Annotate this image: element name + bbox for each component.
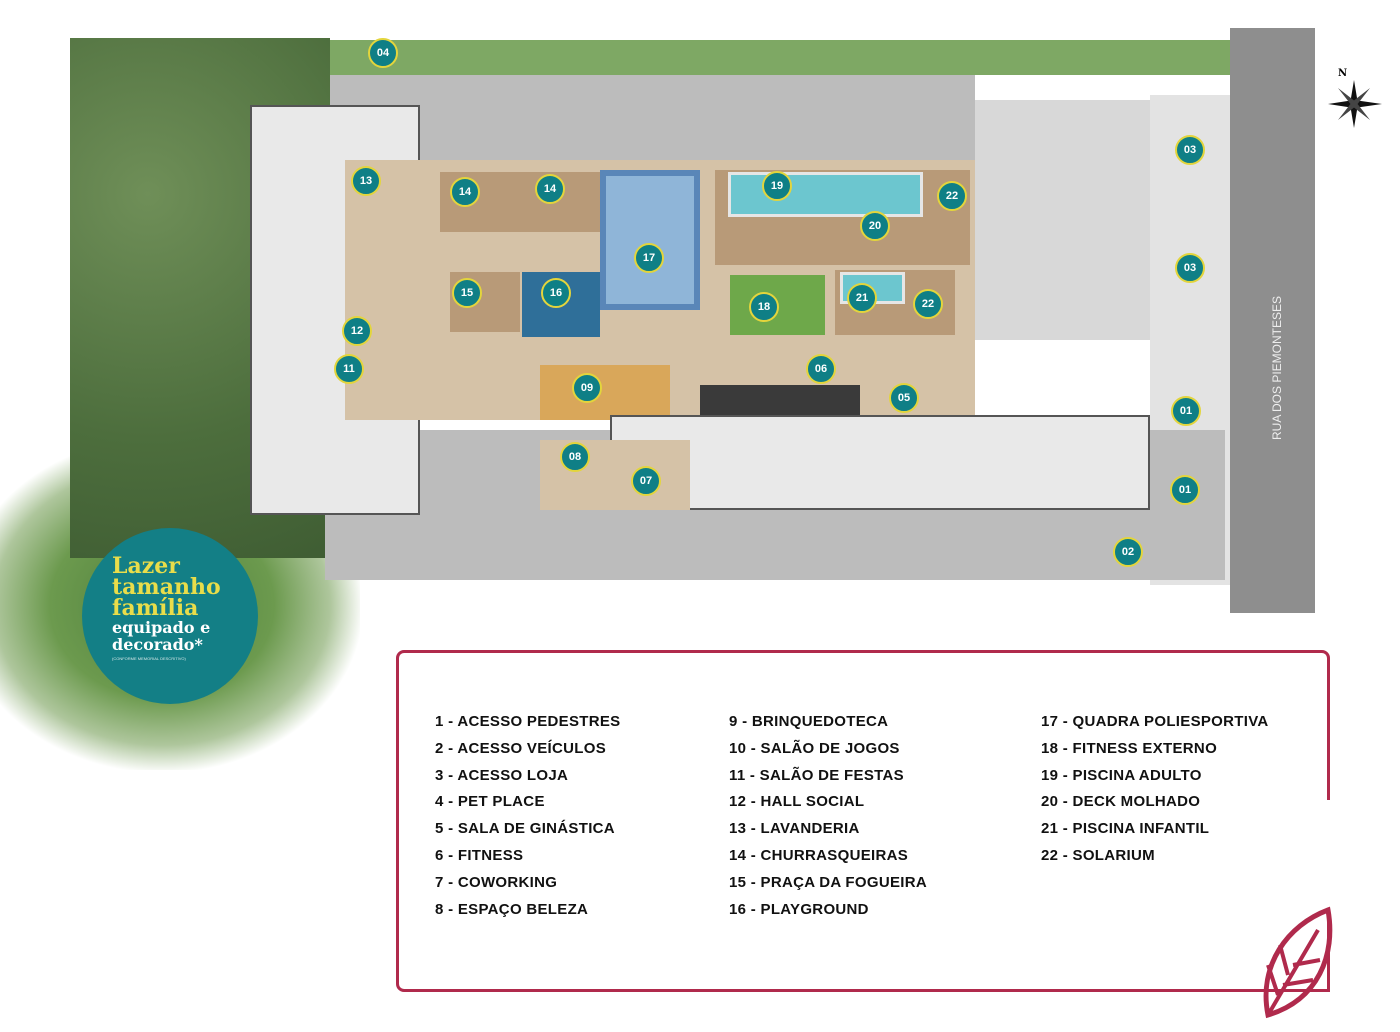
marker-kids-pool[interactable]: 21 [847,283,877,313]
marker-playground[interactable]: 16 [541,278,571,308]
marker-outdoor-fitness[interactable]: 18 [749,292,779,322]
marker-sports-court[interactable]: 17 [634,243,664,273]
adult-pool [728,172,923,217]
badge-line: Lazer [112,553,180,579]
legend-item: 3 - ACESSO LOJA [435,766,569,784]
legend-item: 20 - DECK MOLHADO [1041,793,1201,811]
marker-laundry[interactable]: 13 [351,166,381,196]
badge-line: tamanho [112,574,221,600]
legend-item: 8 - ESPAÇO BELEZA [435,900,589,918]
marker-party-room[interactable]: 11 [334,354,364,384]
marker-social-hall[interactable]: 12 [342,316,372,346]
legend-item: 1 - ACESSO PEDESTRES [435,713,621,730]
marker-coworking[interactable]: 07 [631,466,661,496]
badge-line: equipado e [112,618,211,637]
legend-item: 11 - SALÃO DE FESTAS [729,766,904,784]
legend-border-gap [1310,800,1350,910]
promo-badge: Lazer tamanho família equipado e decorad… [82,528,258,704]
marker-fire-pit[interactable]: 15 [452,278,482,308]
legend-column-2: 9 - BRINQUEDOTECA 10 - SALÃO DE JOGOS 11… [729,713,927,927]
pet-place-lawn [330,40,1240,75]
marker-beauty-space[interactable]: 08 [560,442,590,472]
legend-item: 17 - QUADRA POLIESPORTIVA [1041,713,1269,730]
badge-footnote: (CONFORME MEMORIAL DESCRITIVO) [112,656,186,661]
marker-pedestrian-access[interactable]: 01 [1170,475,1200,505]
legend-item: 6 - FITNESS [435,846,524,864]
badge-line: família [112,595,199,621]
street-label: RUA DOS PIEMONTESES [1270,295,1284,440]
legend-item: 4 - PET PLACE [435,793,545,811]
legend-item: 5 - SALA DE GINÁSTICA [435,820,615,838]
legend-item: 14 - CHURRASQUEIRAS [729,846,909,864]
tower-south [610,415,1150,510]
marker-fitness[interactable]: 06 [806,354,836,384]
marker-vehicle-access[interactable]: 02 [1113,537,1143,567]
toy-library [540,365,670,420]
marker-solarium[interactable]: 22 [913,289,943,319]
street [1230,28,1315,613]
legend-column-3: 17 - QUADRA POLIESPORTIVA 18 - FITNESS E… [1041,713,1269,874]
marker-barbecue[interactable]: 14 [535,174,565,204]
compass-label: N [1338,68,1347,79]
legend-item: 7 - COWORKING [435,873,558,891]
legend-item: 12 - HALL SOCIAL [729,793,865,811]
marker-toy-library[interactable]: 09 [572,373,602,403]
legend-item: 18 - FITNESS EXTERNO [1041,739,1218,757]
marker-pedestrian-access[interactable]: 01 [1171,396,1201,426]
sports-court [600,170,700,310]
marker-pet-place[interactable]: 04 [368,38,398,68]
marker-store-access[interactable]: 03 [1175,135,1205,165]
fitness-room [700,385,860,415]
marker-adult-pool[interactable]: 19 [762,171,792,201]
marker-barbecue[interactable]: 14 [450,177,480,207]
legend-box: 1 - ACESSO PEDESTRES 2 - ACESSO VEÍCULOS… [396,650,1330,992]
legend-item: 22 - SOLARIUM [1041,846,1155,864]
badge-line: decorado* [112,635,203,654]
legend-item: 10 - SALÃO DE JOGOS [729,739,900,757]
legend-column-1: 1 - ACESSO PEDESTRES 2 - ACESSO VEÍCULOS… [435,713,621,927]
legend-item: 16 - PLAYGROUND [729,900,869,918]
legend-item: 21 - PISCINA INFANTIL [1041,820,1210,838]
legend-item: 15 - PRAÇA DA FOGUEIRA [729,873,928,891]
legend-item: 2 - ACESSO VEÍCULOS [435,739,607,757]
leaf-logo-icon [1258,905,1338,1030]
marker-store-access[interactable]: 03 [1175,253,1205,283]
legend-item: 13 - LAVANDERIA [729,820,860,838]
parking-top [330,75,975,165]
marker-gym[interactable]: 05 [889,383,919,413]
legend-item: 9 - BRINQUEDOTECA [729,713,889,730]
legend-item: 19 - PISCINA ADULTO [1041,766,1202,784]
store-area [975,100,1150,340]
marker-solarium[interactable]: 22 [937,181,967,211]
compass-rose-icon: N [1322,66,1386,141]
marker-wet-deck[interactable]: 20 [860,211,890,241]
